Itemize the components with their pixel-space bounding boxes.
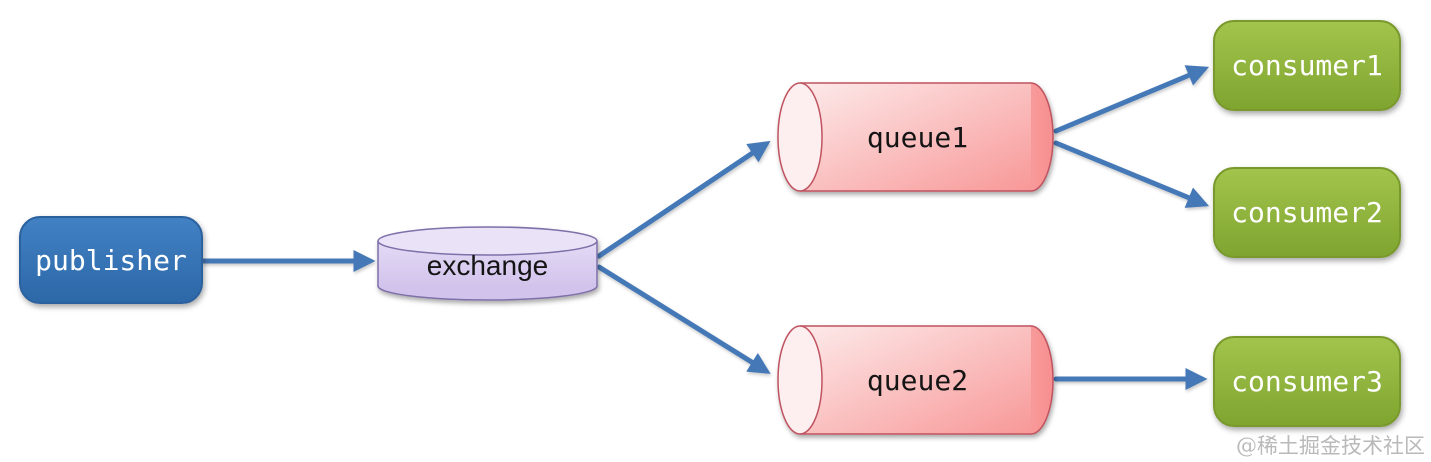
node-exchange-label: exchange [426, 249, 549, 281]
node-publisher: publisher [19, 216, 203, 304]
node-consumer2-label: consumer2 [1231, 196, 1383, 229]
queue1-cylinder-shape [777, 82, 1054, 192]
node-consumer2: consumer2 [1213, 167, 1401, 258]
node-consumer1: consumer1 [1213, 20, 1401, 111]
node-exchange: exchange [378, 238, 597, 293]
arrow-queue1-consumer1 [1053, 65, 1210, 134]
arrow-exchange-queue2 [596, 264, 771, 374]
node-queue2: queue2 [790, 327, 1045, 433]
watermark: @稀土掘金技术社区 [1236, 434, 1425, 458]
node-publisher-label: publisher [35, 243, 187, 277]
arrow-queue1-consumer2 [1053, 140, 1210, 208]
node-queue1-label: queue1 [866, 120, 969, 154]
node-queue2-label: queue2 [866, 363, 969, 397]
arrow-exchange-queue1 [596, 140, 771, 259]
node-consumer3-label: consumer3 [1231, 365, 1383, 398]
node-consumer1-label: consumer1 [1231, 49, 1383, 82]
node-consumer3: consumer3 [1213, 336, 1401, 427]
queue2-cylinder-shape [777, 325, 1054, 435]
exchange-cylinder-shape [377, 226, 598, 301]
node-queue1: queue1 [790, 84, 1045, 190]
